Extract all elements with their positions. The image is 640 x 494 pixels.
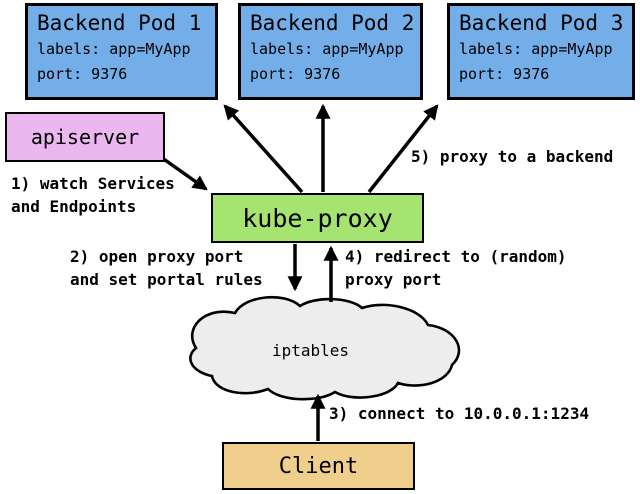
iptables-cloud — [189, 295, 461, 401]
backend-pod-3: Backend Pod 3 labels: app=MyApp port: 93… — [447, 3, 635, 100]
pod-title: Backend Pod 1 — [37, 11, 202, 35]
step4-line2: proxy port — [345, 270, 442, 289]
step5-annotation: 5) proxy to a backend — [411, 147, 614, 166]
client-label: Client — [278, 453, 359, 479]
step3-annotation: 3) connect to 10.0.0.1:1234 — [329, 404, 590, 423]
pod-port: port: 9376 — [459, 65, 550, 83]
step2-line1: 2) open proxy port — [70, 247, 244, 266]
backend-pod-1: Backend Pod 1 labels: app=MyApp port: 93… — [25, 3, 218, 100]
pod-title: Backend Pod 3 — [459, 11, 624, 35]
kube-proxy-label: kube-proxy — [242, 203, 393, 233]
pod-title: Backend Pod 2 — [250, 11, 415, 35]
step4-line1: 4) redirect to (random) — [345, 247, 567, 266]
step1-line2: and Endpoints — [11, 197, 137, 216]
pod-labels: labels: app=MyApp — [250, 40, 404, 58]
pod-port: port: 9376 — [37, 65, 128, 83]
arrow-apiserver-to-kube-proxy — [156, 153, 208, 191]
apiserver-box: apiserver — [5, 112, 165, 162]
step1-line1: 1) watch Services — [11, 174, 175, 193]
backend-pod-2: Backend Pod 2 labels: app=MyApp port: 93… — [238, 3, 423, 100]
arrow-kube-proxy-to-pod1 — [223, 104, 304, 194]
pod-port: port: 9376 — [250, 65, 341, 83]
apiserver-label: apiserver — [30, 125, 140, 149]
iptables-label: iptables — [272, 341, 350, 360]
arrow-kube-proxy-to-pod3 — [367, 104, 439, 194]
step4-annotation: 4) redirect to (random) proxy port — [345, 245, 567, 291]
step1-annotation: 1) watch Services and Endpoints — [11, 172, 175, 218]
client-box: Client — [222, 442, 415, 490]
kube-proxy-box: kube-proxy — [211, 193, 424, 243]
pod-labels: labels: app=MyApp — [459, 40, 613, 58]
step2-annotation: 2) open proxy port and set portal rules — [70, 245, 263, 291]
pod-labels: labels: app=MyApp — [37, 40, 191, 58]
step2-line2: and set portal rules — [70, 270, 263, 289]
